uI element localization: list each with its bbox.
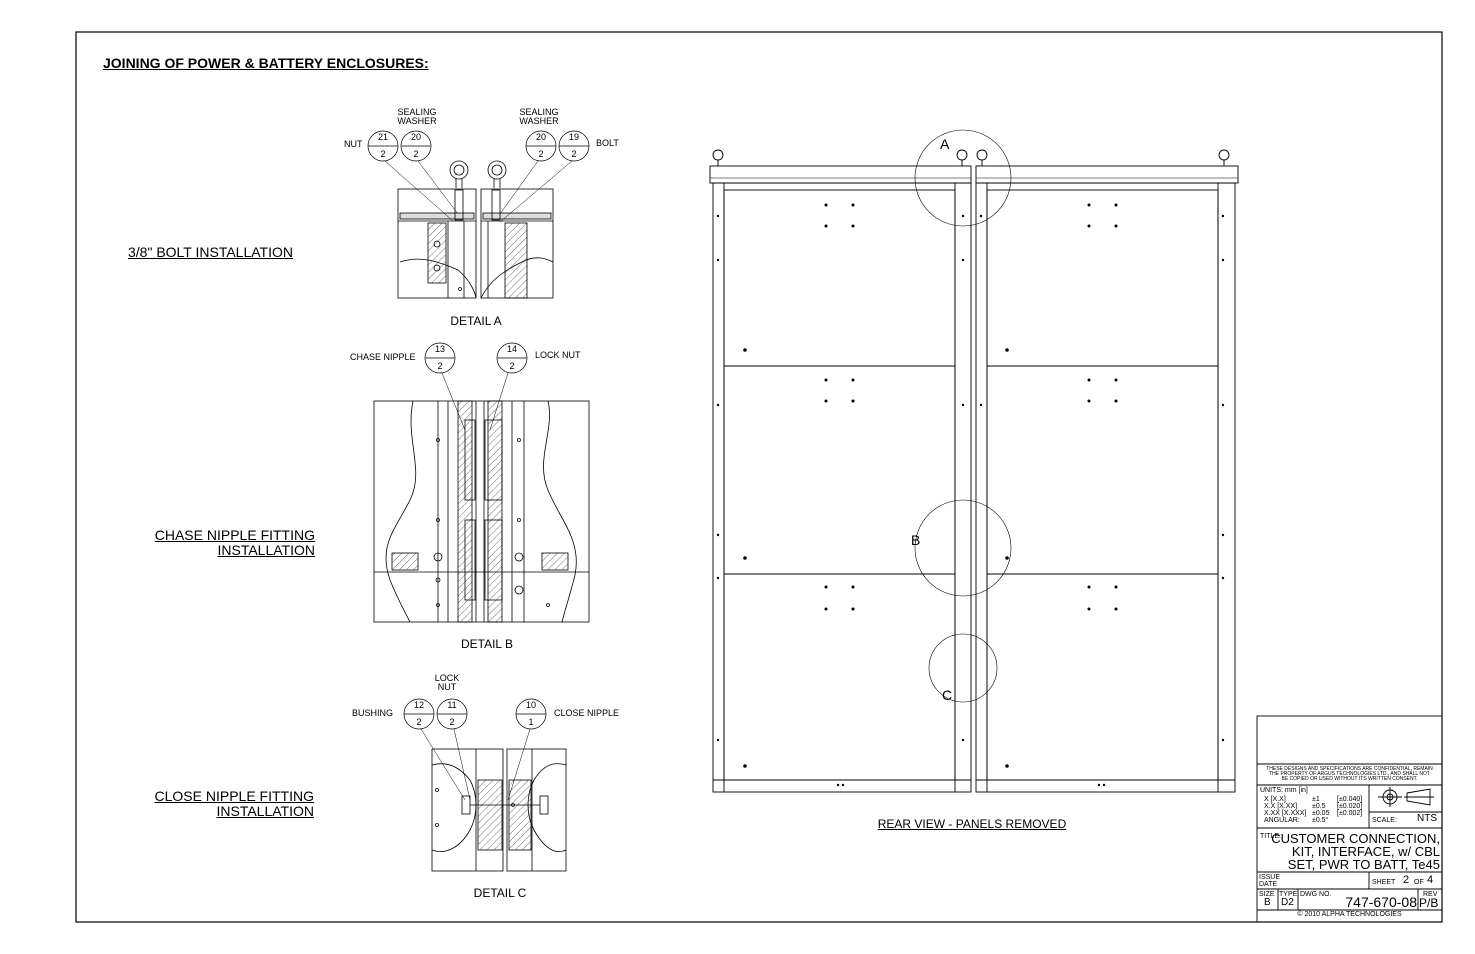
close-nipple-label-line2: INSTALLATION	[216, 803, 314, 819]
drawing-title-line-3: SET, PWR TO BATT, Te45	[1287, 857, 1440, 872]
chase-nipple-part-label: CHASE NIPPLE	[350, 352, 416, 362]
detail-c-caption: DETAIL C	[473, 886, 527, 900]
rear-view-caption: REAR VIEW - PANELS REMOVED	[877, 817, 1067, 831]
drawing-title-line-2: KIT, INTERFACE, w/ CBL	[1291, 844, 1440, 859]
tol-3-mm: ±0.05	[1312, 810, 1330, 817]
balloon-11-item: 11	[447, 700, 457, 710]
detail-b-leaders	[441, 372, 509, 431]
sealing-washer-right-2: WASHER	[519, 116, 559, 126]
lock-nut-c-label-2: NUT	[437, 682, 457, 692]
balloon-10-item: 10	[525, 700, 536, 710]
type-label: TYPE	[1279, 891, 1298, 898]
chase-nipple-label-line2: INSTALLATION	[217, 542, 315, 558]
angular-value: ±0.5°	[1312, 817, 1329, 824]
detail-b-caption: DETAIL B	[460, 637, 513, 651]
tol-1-in: [±0.040]	[1337, 796, 1363, 803]
scale-label: SCALE:	[1372, 817, 1397, 824]
detail-c-leaders	[420, 728, 531, 801]
detail-c-drawing	[431, 748, 567, 872]
sealing-washer-left-1: SEALING	[397, 107, 437, 117]
confidential-line-2: THE PROPERTY OF ARGUS TECHNOLOGIES LTD.,…	[1269, 771, 1430, 777]
balloon-19-qty: 2	[571, 149, 577, 159]
bushing-label: BUSHING	[352, 708, 394, 718]
balloon-12-item: 12	[413, 700, 424, 710]
confidential-line-3: BE COPIED OR USED WITHOUT ITS WRITTEN CO…	[1281, 776, 1418, 782]
balloon-13-qty: 2	[437, 361, 443, 371]
scale-value: NTS	[1417, 813, 1437, 824]
tol-2-mm: ±0.5	[1312, 803, 1326, 810]
dwg-number: 747-670-08	[1345, 894, 1417, 910]
detail-a-marker: A	[940, 136, 950, 152]
sheet-of-label: OF	[1414, 879, 1424, 886]
tol-3-format: X.XX [X.XXX]	[1264, 810, 1307, 817]
confidential-line-1: THESE DESIGNS AND SPECIFICATIONS ARE CON…	[1266, 766, 1433, 772]
balloon-20b-qty: 2	[538, 149, 544, 159]
copyright: © 2010 ALPHA TECHNOLOGIES	[1297, 911, 1402, 918]
detail-b-balloons	[424, 342, 528, 374]
detail-c-marker: C	[942, 687, 953, 703]
dwg-no-label: DWG NO.	[1300, 891, 1332, 898]
balloon-13-item: 13	[434, 344, 445, 354]
rear-view-drawing	[709, 129, 1239, 793]
bolt-label: BOLT	[596, 138, 619, 148]
page-heading: JOINING OF POWER & BATTERY ENCLOSURES:	[103, 55, 429, 71]
sheet-label: SHEET	[1372, 879, 1396, 886]
chase-nipple-label-line1: CHASE NIPPLE FITTING	[154, 527, 315, 543]
date-label: DATE	[1259, 881, 1278, 888]
title-block-frame	[1256, 715, 1443, 923]
rev-label: REV	[1423, 891, 1438, 898]
sheet-total: 4	[1427, 874, 1434, 886]
issue-label: ISSUE	[1259, 874, 1281, 881]
close-nipple-label-line1: CLOSE NIPPLE FITTING	[154, 788, 314, 804]
bolt-installation-label: 3/8" BOLT INSTALLATION	[128, 244, 293, 260]
balloon-14-qty: 2	[509, 361, 515, 371]
title-label: TITLE:	[1260, 833, 1282, 840]
tol-1-format: X [X.X]	[1264, 796, 1286, 803]
balloon-20a-item: 20	[410, 132, 421, 142]
balloon-21-qty: 2	[380, 149, 386, 159]
rev-value: P/B	[1419, 896, 1439, 910]
rear-view-dots	[716, 203, 1225, 787]
size-value: B	[1264, 897, 1271, 908]
detail-c-balloons	[403, 698, 547, 730]
balloon-21-item: 21	[377, 132, 388, 142]
tol-1-mm: ±1	[1312, 796, 1320, 803]
balloon-12-qty: 2	[416, 717, 422, 727]
balloon-19-item: 19	[568, 132, 579, 142]
detail-a-caption: DETAIL A	[450, 314, 502, 328]
lock-nut-part-label: LOCK NUT	[535, 350, 581, 360]
balloon-11-qty: 2	[449, 717, 455, 727]
detail-a-drawing	[397, 160, 554, 299]
close-nipple-part-label: CLOSE NIPPLE	[554, 708, 620, 718]
units-label: UNITS: mm [in]	[1260, 787, 1308, 794]
sealing-washer-right-1: SEALING	[519, 107, 559, 117]
tol-3-in: [±0.002]	[1337, 810, 1363, 817]
size-label: SIZE	[1259, 891, 1275, 898]
lock-nut-c-label-1: LOCK	[434, 673, 460, 683]
balloon-10-qty: 1	[528, 717, 534, 727]
tol-2-in: [±0.020]	[1337, 803, 1363, 810]
drawing-border	[75, 31, 1443, 923]
drawing-title-line-1: CUSTOMER CONNECTION,	[1271, 831, 1440, 846]
detail-a-balloons	[367, 130, 590, 162]
balloon-14-item: 14	[506, 344, 517, 354]
nut-label: NUT	[344, 139, 363, 149]
balloon-20a-qty: 2	[413, 149, 419, 159]
type-value: D2	[1281, 897, 1294, 908]
sealing-washer-left-2: WASHER	[397, 116, 437, 126]
detail-b-marker: B	[911, 532, 921, 548]
balloon-20b-item: 20	[535, 132, 546, 142]
detail-b-drawing	[373, 400, 590, 623]
angular-label: ANGULAR:	[1264, 817, 1300, 824]
detail-a-leaders	[384, 160, 573, 223]
sheet-number: 2	[1403, 874, 1410, 886]
tol-2-format: X.X [X.XX]	[1264, 803, 1298, 810]
